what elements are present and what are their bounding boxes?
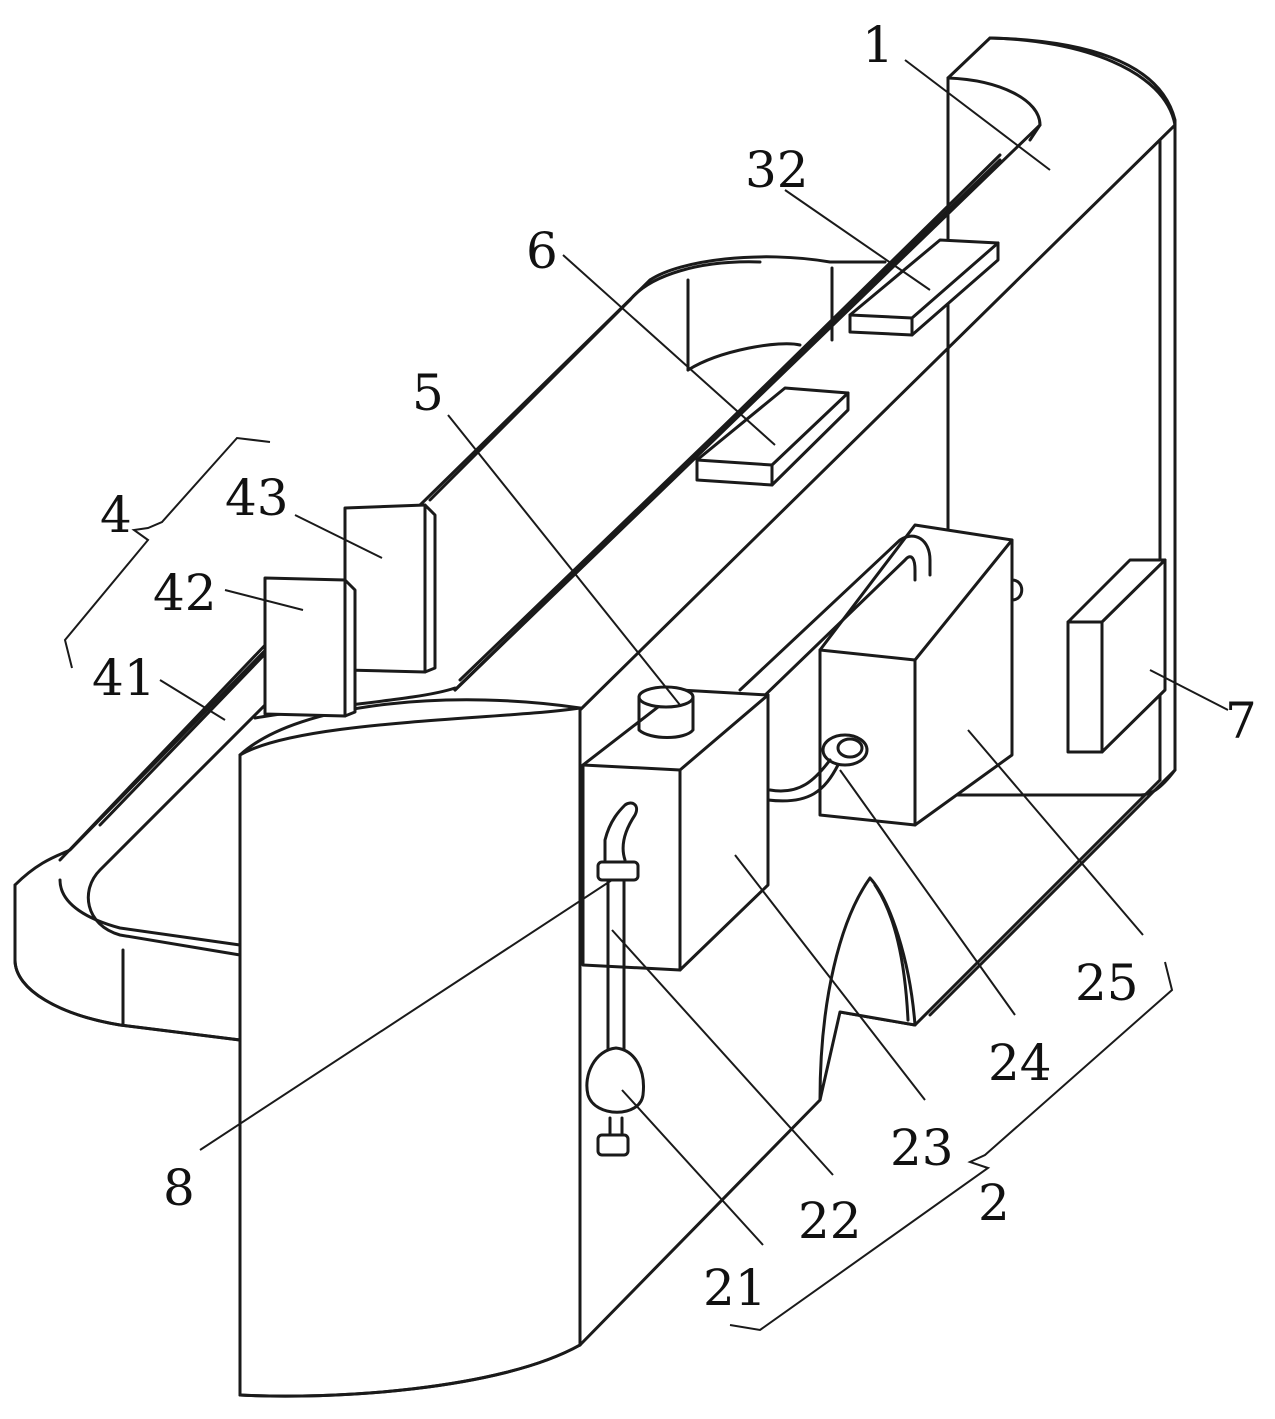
connector-24 [766,733,869,803]
label-32: 32 [745,141,809,199]
label-25: 25 [1075,954,1139,1012]
cap-5 [637,685,695,739]
label-4: 4 [100,486,132,544]
clamp-8 [596,860,640,882]
box-23 [581,688,770,972]
tube-22 [606,878,626,1052]
reference-numerals: 1 32 6 5 4 43 42 41 7 25 24 23 2 22 21 8 [92,16,1257,1317]
label-43: 43 [225,469,289,527]
label-5: 5 [412,364,444,422]
label-42: 42 [153,564,217,622]
panel-7 [1066,558,1167,754]
bulb-21 [585,1046,645,1157]
label-41: 41 [92,649,156,707]
label-8: 8 [163,1159,195,1217]
label-24: 24 [988,1034,1052,1092]
pipe-upper [738,534,932,702]
leaders [63,59,1229,1332]
label-7: 7 [1225,692,1257,750]
arch-opening [818,876,917,1102]
knob-right [1010,578,1024,602]
label-22: 22 [798,1192,862,1250]
label-6: 6 [526,222,558,280]
plate-43 [343,503,437,674]
label-1: 1 [862,16,894,74]
pad-32 [848,238,1000,337]
front-block [238,686,582,1398]
label-2: 2 [978,1174,1010,1232]
pipe-side [603,801,639,862]
label-23: 23 [890,1119,954,1177]
plate-42 [263,576,357,718]
label-21: 21 [703,1259,767,1317]
pad-6 [695,386,850,487]
